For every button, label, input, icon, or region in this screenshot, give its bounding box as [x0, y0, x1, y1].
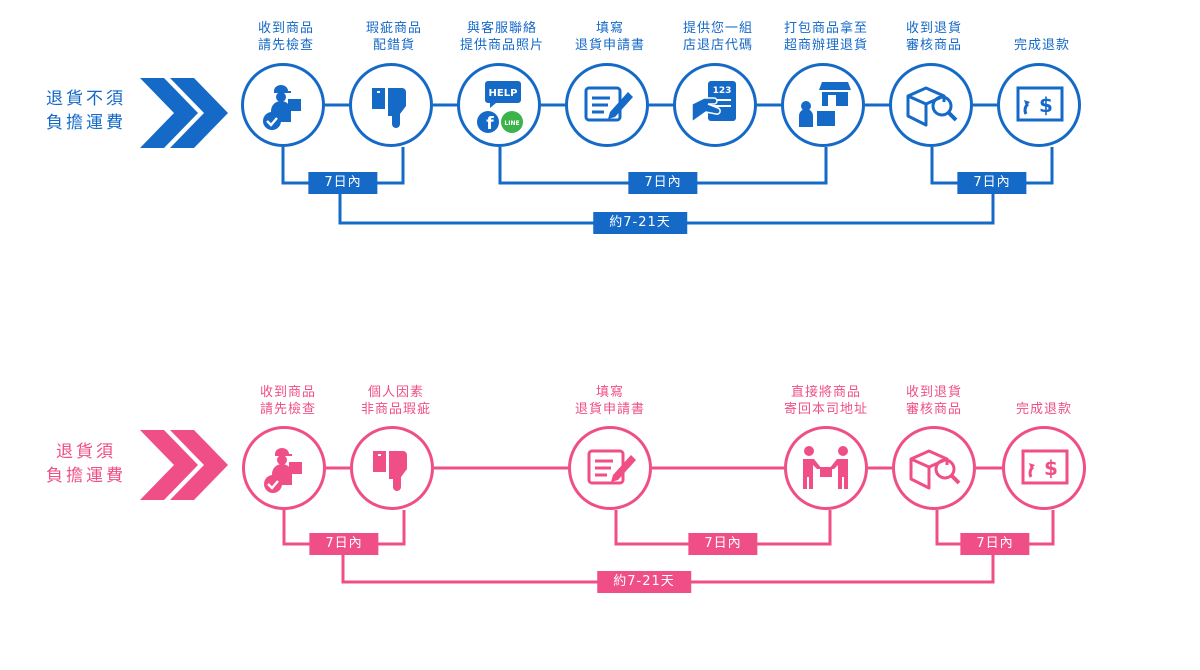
- step-label: 填寫退貨申請書: [574, 21, 645, 53]
- duration-badge: 7日內: [309, 533, 379, 555]
- step-circle: [889, 63, 973, 147]
- step-label: 提供您一組店退店代碼: [682, 21, 753, 53]
- step-circle: [892, 426, 976, 510]
- form-pencil-icon: [587, 449, 636, 485]
- step-label: 個人因素非商品瑕疵: [360, 385, 431, 417]
- box-inspect-icon: [909, 449, 961, 490]
- dollar-sign: $: [1044, 456, 1058, 480]
- duration-badge: 7日內: [960, 533, 1030, 555]
- step-label: 收到商品請先檢查: [259, 385, 316, 417]
- flow-paid-shipping: 退貨須 負擔運費 收到商品請先檢查 個人因素非商品瑕疵 填寫退貨申請書 直接將商…: [0, 370, 1200, 670]
- facebook-icon: f: [486, 114, 494, 134]
- step-circle: $: [997, 63, 1081, 147]
- duration-badge: 7日內: [688, 533, 758, 555]
- step-label: 瑕疵商品配錯貨: [365, 21, 422, 53]
- duration-badge: 7日內: [308, 172, 378, 194]
- box-inspect-icon: [906, 86, 958, 127]
- step-circle: HELP f LINE: [457, 63, 541, 147]
- step-label: 收到商品請先檢查: [257, 21, 314, 53]
- step-circle: [568, 426, 652, 510]
- duration-badge: 7日內: [628, 172, 698, 194]
- handover-package-icon: [803, 446, 848, 489]
- step-circle: [565, 63, 649, 147]
- double-chevron-right-icon: [140, 430, 228, 500]
- code-text: 123: [713, 86, 732, 96]
- delivery-person-check-icon: [263, 85, 301, 130]
- form-pencil-icon: [584, 86, 633, 122]
- step-circle: [781, 63, 865, 147]
- step-label: 與客服聯絡提供商品照片: [459, 21, 544, 53]
- total-duration-badge: 約7-21天: [597, 571, 691, 593]
- step-circle: 123: [673, 63, 757, 147]
- step-label: 完成退款: [1013, 38, 1070, 53]
- step-label: 完成退款: [1015, 402, 1072, 417]
- double-chevron-right-icon: [140, 78, 228, 148]
- line-app-icon: LINE: [504, 120, 519, 127]
- refund-dollar-icon: $: [1016, 86, 1064, 122]
- code-card-icon: 123: [691, 81, 736, 124]
- step-label: 收到退貨審核商品: [905, 21, 962, 53]
- thumbs-down-box-icon: [372, 88, 406, 128]
- step-circle: [350, 426, 434, 510]
- step-circle: [349, 63, 433, 147]
- help-text: HELP: [489, 88, 518, 99]
- flow-free-shipping: 退貨不須 負擔運費 收到商品請先檢查 瑕疵商品配錯貨 與客服聯絡提供商品照片 填…: [0, 0, 1200, 300]
- step-label: 填寫退貨申請書: [574, 385, 645, 417]
- step-label: 收到退貨審核商品: [905, 385, 962, 417]
- step-circle: [784, 426, 868, 510]
- dollar-sign: $: [1039, 93, 1053, 117]
- thumbs-down-box-icon: [373, 451, 407, 491]
- total-duration-badge: 約7-21天: [593, 212, 687, 234]
- step-circle: $: [1002, 426, 1086, 510]
- flow-title: 退貨不須 負擔運費: [46, 89, 126, 133]
- delivery-person-check-icon: [264, 448, 302, 493]
- step-circle: [241, 63, 325, 147]
- duration-badge: 7日內: [957, 172, 1027, 194]
- step-label: 直接將商品寄回本司地址: [783, 385, 868, 417]
- store-package-icon: [799, 82, 851, 127]
- step-circle: [242, 426, 326, 510]
- step-label: 打包商品拿至超商辦理退貨: [783, 21, 868, 53]
- help-chat-icon: HELP f LINE: [477, 81, 523, 134]
- flow-title: 退貨須 負擔運費: [46, 442, 126, 486]
- refund-dollar-icon: $: [1021, 449, 1069, 485]
